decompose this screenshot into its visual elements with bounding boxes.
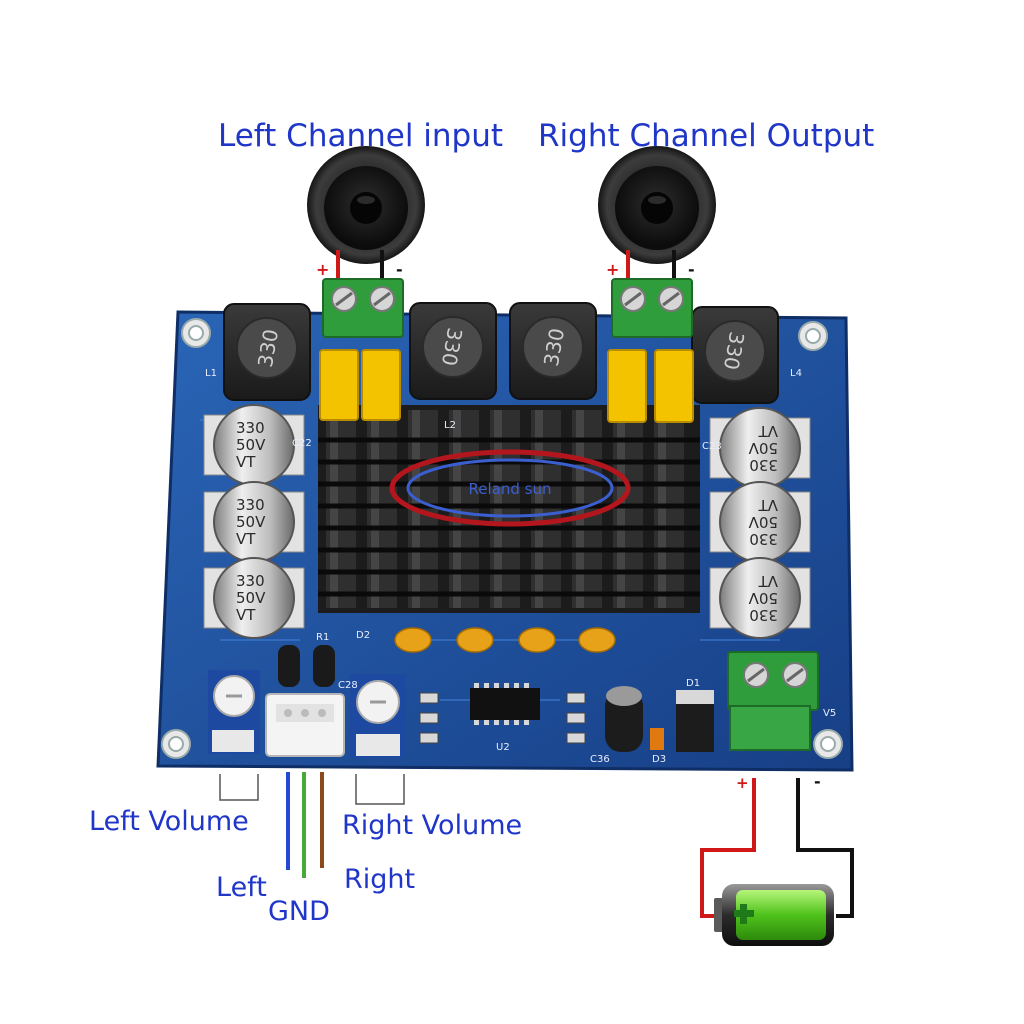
capacitor-marking: 330 — [236, 419, 265, 437]
inductor: 330 — [509, 302, 597, 400]
left-volume-label: Left Volume — [89, 806, 249, 837]
electrolytic-capacitors: 33050VVT33050VVT33050VVT33050VVT33050VVT… — [203, 404, 811, 639]
left-speaker-plus: + — [316, 260, 330, 279]
right-channel-label: Right Channel Output — [538, 118, 875, 154]
heatsink — [318, 405, 700, 613]
gnd-label: GND — [268, 896, 330, 927]
capacitor-marking: 50V — [236, 589, 266, 607]
capacitor-marking: 50V — [748, 513, 778, 531]
power-wires — [700, 778, 854, 918]
inductor: 330 — [691, 306, 779, 404]
svg-text:C28: C28 — [338, 680, 358, 691]
capacitor-marking: 50V — [236, 436, 266, 454]
power-terminal — [727, 651, 819, 751]
right-volume-label: Right Volume — [342, 810, 523, 841]
capacitor-marking: VT — [236, 453, 256, 471]
right-volume-potentiometer — [350, 674, 406, 758]
audio-input-connector — [265, 693, 345, 757]
capacitor-marking: 50V — [236, 513, 266, 531]
capacitor-marking: 330 — [236, 572, 265, 590]
capacitor-marking: 330 — [749, 530, 778, 548]
power-plus: + — [736, 774, 749, 792]
capacitor-marking: 330 — [749, 606, 778, 624]
svg-text:C23: C23 — [702, 441, 722, 452]
input-wires — [286, 772, 324, 878]
svg-text:D1: D1 — [686, 678, 700, 689]
svg-text:R1: R1 — [316, 632, 329, 643]
left-channel-label: Left Channel input — [218, 118, 504, 154]
ceramic-capacitors — [394, 627, 616, 653]
svg-text:L2: L2 — [444, 420, 456, 431]
volume-brackets — [219, 774, 405, 805]
svg-text:D2: D2 — [356, 630, 370, 641]
capacitor-marking: 330 — [749, 456, 778, 474]
terminal-left — [322, 278, 404, 338]
capacitor-marking: 50V — [748, 439, 778, 457]
watermark-text: Reland sun — [469, 480, 552, 498]
speaker-right-icon — [598, 146, 716, 264]
silkscreen-labels: L1 L2 L4 C22 C23 C28 C36 R1 D1 D2 D3 U2 … — [205, 368, 836, 765]
svg-text:L4: L4 — [790, 368, 802, 379]
svg-text:C36: C36 — [590, 754, 610, 765]
svg-text:D3: D3 — [652, 754, 666, 765]
svg-text:V5: V5 — [823, 708, 836, 719]
watermark-logo: Reland sun — [389, 449, 631, 527]
capacitor-marking: VT — [758, 422, 778, 440]
small-components — [278, 645, 714, 752]
right-speaker-plus: + — [606, 260, 620, 279]
inductor: 330 — [409, 302, 497, 400]
inductor: 330 — [223, 303, 311, 401]
svg-text:U2: U2 — [496, 742, 510, 753]
left-input-label: Left — [216, 872, 267, 903]
terminal-right — [611, 278, 693, 338]
mounting-hole — [161, 318, 843, 759]
capacitor-marking: 50V — [748, 589, 778, 607]
film-capacitors — [319, 349, 694, 423]
left-speaker-minus: - — [396, 260, 403, 279]
left-volume-potentiometer — [208, 670, 260, 754]
power-minus: - — [814, 772, 821, 791]
capacitor-marking: VT — [236, 606, 256, 624]
plus-icon — [734, 904, 754, 924]
capacitor-marking: VT — [758, 572, 778, 590]
right-speaker-minus: - — [688, 260, 695, 279]
capacitor-marking: VT — [236, 530, 256, 548]
capacitor-marking: 330 — [236, 496, 265, 514]
svg-text:L1: L1 — [205, 368, 217, 379]
svg-text:C22: C22 — [292, 438, 312, 449]
right-input-label: Right — [344, 864, 416, 895]
capacitor-marking: VT — [758, 496, 778, 514]
speaker-left-icon — [307, 146, 425, 264]
battery-icon — [714, 884, 834, 946]
